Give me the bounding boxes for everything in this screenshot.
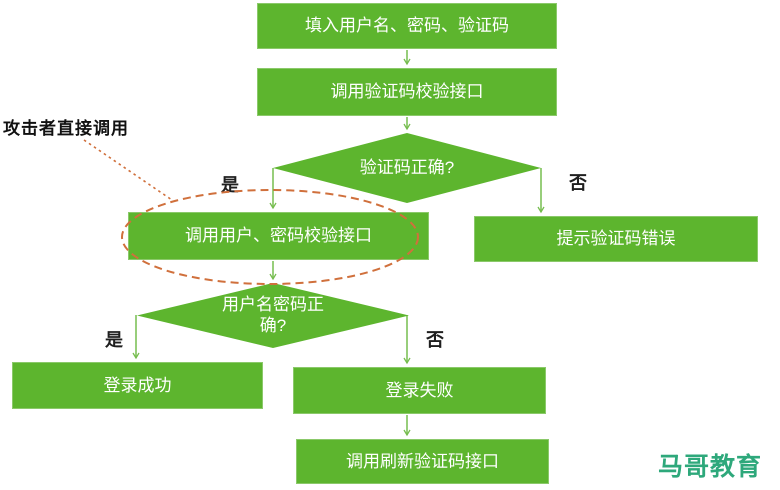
node-call-refresh-captcha-api: 调用刷新验证码接口 xyxy=(296,439,549,484)
node-call-password-check-api-label: 调用用户、密码校验接口 xyxy=(185,226,372,246)
node-login-failure-label: 登录失败 xyxy=(385,380,454,400)
decision-password-correct-label: 用户名密码正确? xyxy=(222,295,324,335)
node-fill-credentials-label: 填入用户名、密码、验证码 xyxy=(305,16,509,36)
node-login-success: 登录成功 xyxy=(12,362,263,409)
decision-captcha-correct-label: 验证码正确? xyxy=(359,157,455,177)
node-prompt-captcha-error-label: 提示验证码错误 xyxy=(556,229,676,249)
attacker-note-dotted-connector xyxy=(83,139,173,201)
node-prompt-captcha-error: 提示验证码错误 xyxy=(474,216,758,262)
node-call-password-check-api: 调用用户、密码校验接口 xyxy=(128,212,429,260)
decision1-yes-label: 是 xyxy=(221,175,239,195)
decision1-no-label: 否 xyxy=(569,173,587,193)
mage-education-logo: 马哥教育 xyxy=(658,453,763,481)
attacker-note-label: 攻击者直接调用 xyxy=(3,119,129,138)
node-call-captcha-check-api: 调用验证码校验接口 xyxy=(257,68,557,116)
node-login-failure: 登录失败 xyxy=(293,367,546,414)
node-call-captcha-check-api-label: 调用验证码校验接口 xyxy=(330,82,484,102)
node-fill-credentials: 填入用户名、密码、验证码 xyxy=(257,3,557,49)
decision-captcha-correct: 验证码正确? xyxy=(273,133,541,203)
decision-password-correct: 用户名密码正确? xyxy=(137,283,409,348)
node-login-success-label: 登录成功 xyxy=(103,375,172,395)
decision2-yes-label: 是 xyxy=(105,330,123,350)
node-call-refresh-captcha-api-label: 调用刷新验证码接口 xyxy=(346,451,499,471)
decision2-no-label: 否 xyxy=(426,330,444,350)
